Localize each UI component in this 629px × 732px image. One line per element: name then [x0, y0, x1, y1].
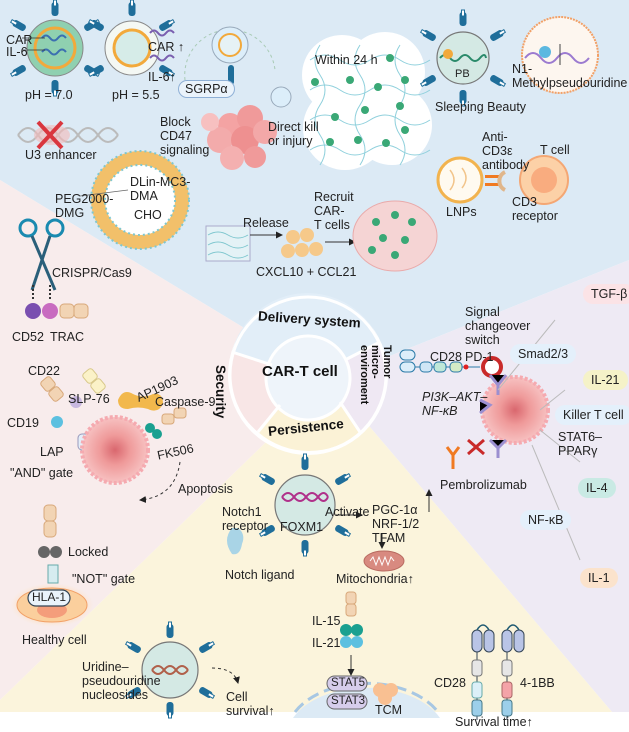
label-lap: LAP	[40, 445, 64, 459]
hub-ring	[228, 293, 388, 455]
n1-lnp	[521, 16, 599, 94]
u3-dna-icon	[17, 120, 119, 150]
label-direct-kill: Direct kill or injury	[268, 120, 319, 148]
label-dlin-mc3-dma: DLin-MC3- DMA	[130, 175, 191, 203]
label-lnps: LNPs	[446, 205, 477, 219]
nanoparticle-ph7	[9, 0, 101, 97]
uridine-cart-cell	[124, 621, 240, 719]
label-recruit-cart: Recruit CAR- T cells	[314, 190, 354, 232]
label-foxm1: FOXM1	[280, 520, 324, 534]
label-n1-methylpseudouridine: N1- Methylpseudouridine	[512, 62, 628, 90]
label-tgfb: TGF-β	[583, 284, 629, 304]
label-il15: IL-15	[312, 614, 341, 628]
safety-switch	[118, 392, 187, 503]
label-smad23: Smad2/3	[510, 344, 577, 364]
hydrogel-matrix	[302, 32, 432, 170]
label-release: Release	[243, 216, 289, 230]
label-pb: PB	[455, 68, 470, 80]
label-notch1-receptor: Notch1 receptor	[222, 505, 268, 533]
label-il21-tme: IL-21	[583, 370, 628, 390]
lnp-bilayer	[79, 150, 190, 250]
tumor-cluster	[201, 105, 277, 170]
label-cd22: CD22	[28, 364, 60, 378]
label-il6: IL-6	[6, 45, 28, 59]
sgrpa-cart-cell	[184, 26, 292, 108]
label-pi3k-akt-nfkb: PI3K–AKT– NF-κB	[422, 390, 488, 418]
and-gate-receptors	[40, 368, 106, 451]
label-cd28-tme: CD28	[430, 350, 462, 364]
label-and-gate: "AND" gate	[10, 466, 74, 480]
label-mitochondria: Mitochondria↑	[336, 572, 414, 586]
label-stat5: STAT5	[331, 677, 366, 689]
label-nfkb: NF-κB	[520, 510, 572, 530]
hub-center-label: CAR-T cell	[262, 363, 338, 380]
label-tcm: TCM	[375, 703, 403, 717]
label-apoptosis: Apoptosis	[178, 482, 233, 496]
label-il1: IL-1	[580, 568, 618, 588]
label-cd52: CD52	[12, 330, 44, 344]
il15-il21-receptor	[340, 591, 363, 676]
label-cho: CHO	[134, 208, 162, 222]
hub-tme-label: Tumor micro- enviroment	[357, 345, 393, 405]
tumor-cell-security	[80, 415, 150, 485]
tumor-cell-tme	[445, 319, 581, 561]
label-notch-ligand: Notch ligand	[225, 568, 295, 582]
tme-quadrant-bg	[330, 260, 629, 732]
hub-security-label: Security	[213, 365, 228, 419]
label-car-up: CAR ↑	[148, 40, 185, 54]
label-peg2000-dmg: PEG2000- DMG	[55, 192, 114, 220]
label-signal-switch: Signal changeover switch	[465, 305, 531, 347]
label-activate: Activate	[325, 505, 370, 519]
label-slp76: SLP-76	[68, 392, 110, 406]
label-hla1: HLA-1	[32, 590, 67, 604]
crispr-scissors-icon	[18, 218, 89, 319]
label-il4: IL-4	[578, 478, 616, 498]
label-ph7: pH = 7.0	[25, 88, 73, 102]
label-uridine-nucleosides: Uridine– pseudouridine nucleosides	[82, 660, 161, 702]
label-pembrolizumab: Pembrolizumab	[440, 478, 527, 492]
label-stat3: STAT3	[331, 695, 366, 707]
label-locked: Locked	[68, 545, 109, 559]
label-u3-enhancer: U3 enhancer	[25, 148, 97, 162]
label-not-gate: "NOT" gate	[72, 572, 136, 586]
label-survival-time: Survival time↑	[455, 715, 533, 729]
nanoparticle-ph55	[87, 0, 176, 79]
label-ph55: pH = 5.5	[112, 88, 160, 102]
label-41bb: 4-1BB	[520, 676, 555, 690]
label-cd3-receptor: CD3 receptor	[512, 195, 558, 223]
delivery-quadrant-bg	[0, 0, 629, 380]
label-within-24h: Within 24 h	[315, 53, 378, 67]
foxm1-cart-cell	[227, 453, 433, 572]
label-il21-persistence: IL-21	[312, 636, 341, 650]
lnp-tcell	[436, 155, 569, 205]
label-killer-t-cell: Killer T cell	[555, 405, 629, 425]
label-cxcl10-ccl21: CXCL10 + CCL21	[256, 265, 357, 279]
label-car: CAR	[6, 33, 33, 47]
label-sgrpa: SGRPα	[178, 80, 235, 98]
label-anti-cd3e: Anti- CD3ε antibody	[482, 130, 530, 172]
label-block-cd47: Block CD47 signaling	[160, 115, 210, 157]
not-gate-healthy-cell	[10, 504, 94, 627]
label-trac: TRAC	[50, 330, 85, 344]
label-stat6-pparg: STAT6– PPARγ	[558, 430, 602, 458]
release-hydrogel	[205, 225, 356, 262]
sleeping-beauty-particle	[419, 9, 507, 107]
label-pd1: PD-1	[465, 350, 494, 364]
costim-constructs	[471, 624, 525, 720]
tumor-recruit	[352, 200, 438, 272]
label-caspase9: Caspase-9	[155, 395, 216, 409]
label-cd28-persistence: CD28	[434, 676, 466, 690]
label-cd19: CD19	[7, 416, 39, 430]
label-t-cell: T cell	[540, 143, 570, 157]
label-il6-up: IL-6↑	[148, 70, 176, 84]
nucleus-stat	[293, 675, 440, 718]
label-sleeping-beauty: Sleeping Beauty	[435, 100, 527, 114]
label-pgc-nrf-tfam: PGC-1α NRF-1/2 TFAM	[372, 503, 420, 545]
label-crispr: CRISPR/Cas9	[52, 266, 132, 280]
label-cell-survival: Cell survival↑	[226, 690, 275, 718]
label-healthy-cell: Healthy cell	[22, 633, 87, 647]
